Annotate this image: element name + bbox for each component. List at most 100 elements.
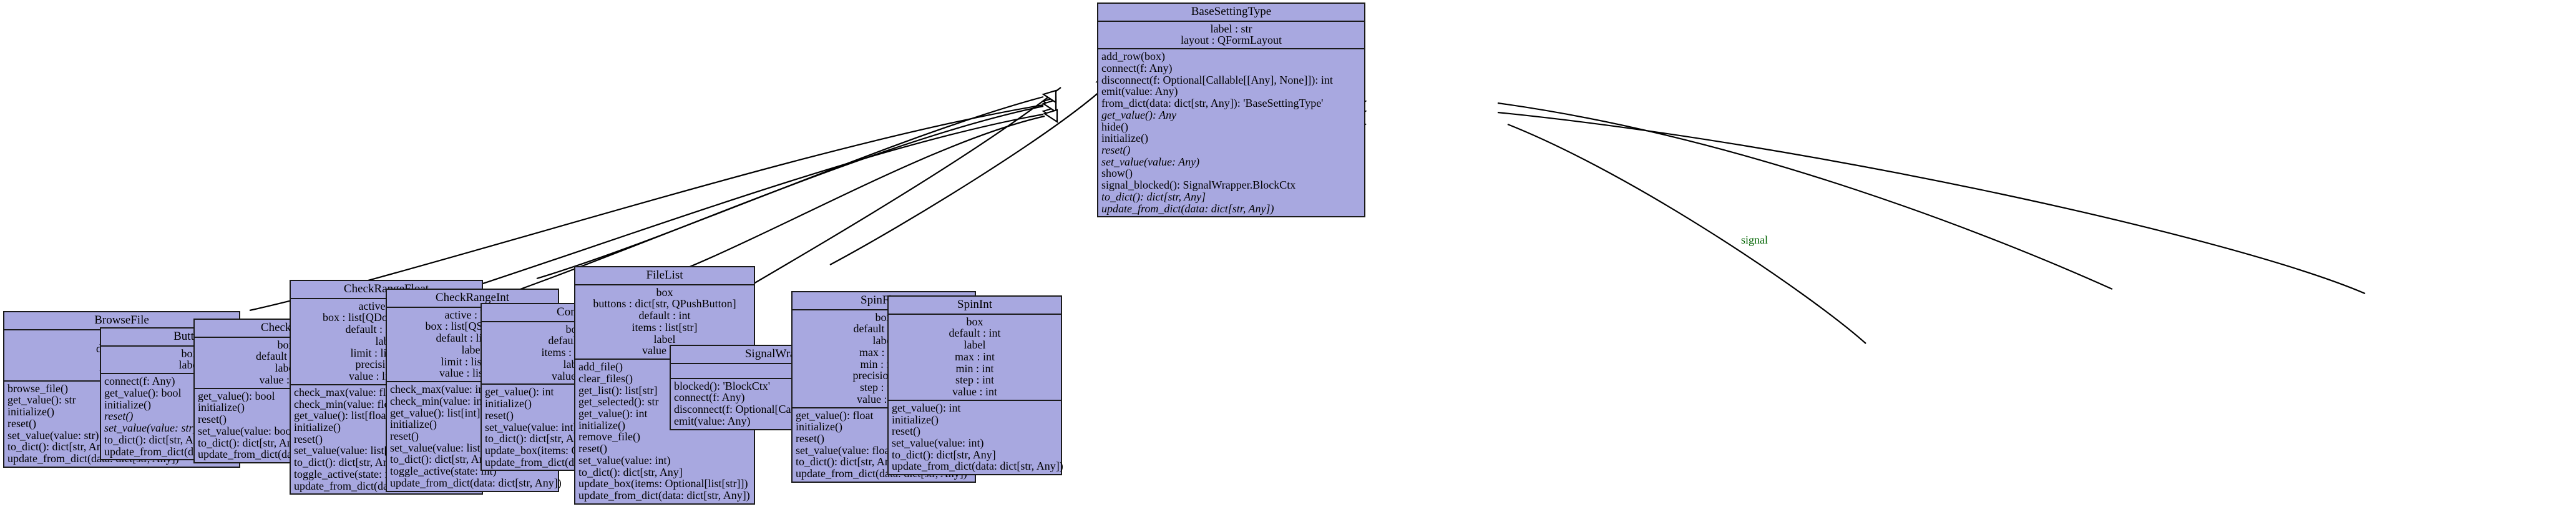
class-attribute: buttons : dict[str, QPushButton]: [593, 297, 736, 310]
class-attribute: items : list[str]: [632, 320, 698, 334]
class-operation: get_value(): bool: [198, 389, 275, 402]
class-operation: set_value(value: list[float]): [294, 444, 416, 457]
class-operation: to_dict(): dict[str, Any]: [7, 440, 112, 453]
edge-combo-to-base: [723, 87, 1061, 302]
class-operation: set_value(value: int): [578, 453, 671, 467]
class-attribute: step : int: [955, 373, 994, 387]
edge-filelist-to-base: [829, 87, 1105, 265]
class-operation: toggle_active(state: int): [390, 465, 497, 478]
class-operation: check_min(value: int): [390, 394, 489, 407]
class-operation: get_value(): list[int]: [390, 406, 481, 419]
edge-spinfloat-to-base: [1497, 102, 2113, 290]
class-operation: reset(): [578, 442, 607, 455]
class-operations: add_file()clear_files()get_list(): list[…: [575, 360, 754, 503]
class-operation: show(): [1101, 167, 1133, 180]
edge-checkrangefloat-to-base: [536, 96, 1044, 280]
class-attribute: label: [461, 343, 484, 356]
class-operation: blocked(): 'BlockCtx': [674, 379, 770, 392]
class-operations: add_row(box)connect(f: Any)disconnect(f:…: [1098, 49, 1364, 216]
edge-label-signal: signal: [1741, 234, 1768, 246]
class-operation: set_value(value: int): [485, 420, 577, 433]
class-operation: initialize(): [796, 420, 842, 433]
class-operation: get_value(): int: [578, 407, 648, 420]
generalization-arrowhead: [1042, 96, 1057, 111]
class-operation: check_max(value: float): [294, 385, 404, 398]
class-attribute: label : str: [1210, 22, 1252, 35]
class-operation: reset(): [390, 429, 419, 442]
class-operation: reset(): [294, 432, 323, 445]
generalization-arrowhead: [1042, 99, 1057, 114]
class-operation: to_dict(): dict[str, Any]: [390, 453, 494, 466]
class-operation: set_value(value: str): [104, 422, 197, 435]
class-title: CheckRangeInt: [387, 290, 558, 308]
class-operation: get_value(): bool: [104, 386, 182, 399]
class-operation: clear_files(): [578, 372, 633, 385]
class-operation: emit(value: Any): [674, 414, 751, 427]
generalization-arrowhead: [1042, 89, 1057, 104]
class-operation: emit(value: Any): [1101, 85, 1178, 98]
class-operation: set_value(value: float): [796, 443, 897, 457]
class-operation: signal_blocked(): SignalWrapper.BlockCtx: [1101, 179, 1296, 192]
class-operation: update_box(items: Optional[list[str]]): [578, 477, 748, 490]
class-operation: connect(f: Any): [104, 375, 175, 388]
class-operation: add_row(box): [1101, 50, 1165, 63]
class-operation: update_from_dict(data: dict[str, Any]): [390, 476, 562, 489]
class-operation: to_dict(): dict[str, Any]: [1101, 190, 1206, 203]
class-operation: reset(): [104, 410, 134, 423]
class-operation: initialize(): [198, 401, 245, 414]
class-attribute: min : int: [955, 362, 994, 375]
class-attribute: box: [966, 315, 983, 328]
class-operation: set_value(value: str): [7, 428, 99, 442]
class-operation: connect(f: Any): [1101, 61, 1173, 74]
class-operation: update_from_dict(data: dict[str, Any]): [578, 488, 750, 502]
class-operation: from_dict(data: dict[str, Any]): 'BaseSe…: [1101, 97, 1324, 110]
edge-spinint-to-base: [1497, 111, 2366, 295]
class-operation: initialize(): [578, 418, 625, 432]
class-operation: reset(): [796, 432, 824, 445]
class-operation: to_dict(): dict[str, Any]: [198, 436, 302, 449]
class-operation: to_dict(): dict[str, Any]: [892, 448, 996, 461]
class-title: FileList: [575, 267, 754, 285]
edge-checkrangeint-to-base: [636, 115, 1045, 289]
class-operation: reset(): [892, 425, 920, 438]
class-operation: reset(): [7, 417, 36, 430]
class-operation: hide(): [1101, 120, 1128, 133]
class-operation: toggle_active(state: int): [294, 467, 401, 480]
class-operation: update_from_dict(data: dict[str, Any]): [892, 460, 1063, 473]
class-operation: to_dict(): dict[str, Any]: [796, 455, 900, 468]
class-operation: initialize(): [892, 413, 939, 426]
class-operation: connect(f: Any): [674, 391, 745, 404]
edge-signalwrapper-to-base: [1507, 123, 1866, 344]
class-attribute: default : int: [638, 309, 691, 322]
class-operation: get_value(): Any: [1101, 108, 1177, 121]
class-operation: to_dict(): dict[str, Any]: [578, 465, 683, 478]
class-attribute: value : int: [952, 385, 997, 398]
class-attribute: default : int: [949, 327, 1001, 340]
class-operation: add_file(): [578, 360, 623, 373]
class-operation: get_selected(): str: [578, 395, 659, 408]
class-operation: initialize(): [485, 397, 532, 410]
class-operation: set_value(value: Any): [1101, 155, 1200, 168]
class-attributes: [671, 364, 890, 379]
class-operation: get_value(): list[float]: [294, 409, 393, 422]
class-operation: browse_file(): [7, 382, 68, 395]
class-attribute: label: [653, 332, 676, 345]
class-operation: reset(): [485, 408, 514, 422]
class-operation: to_dict(): dict[str, Any]: [104, 433, 208, 446]
generalization-arrowhead: [1043, 109, 1058, 124]
class-operation: get_value(): int: [485, 385, 554, 398]
class-operation: disconnect(f: Optional[Callable[[Any], N…: [1101, 73, 1333, 86]
class-operation: get_list(): list[str]: [578, 383, 658, 397]
class-operation: update_from_dict(data: dict[str, Any]): [1101, 202, 1274, 215]
class-operation: initialize(): [294, 420, 341, 433]
class-title: BaseSettingType: [1098, 4, 1364, 22]
class-operation: reset(): [198, 413, 227, 426]
